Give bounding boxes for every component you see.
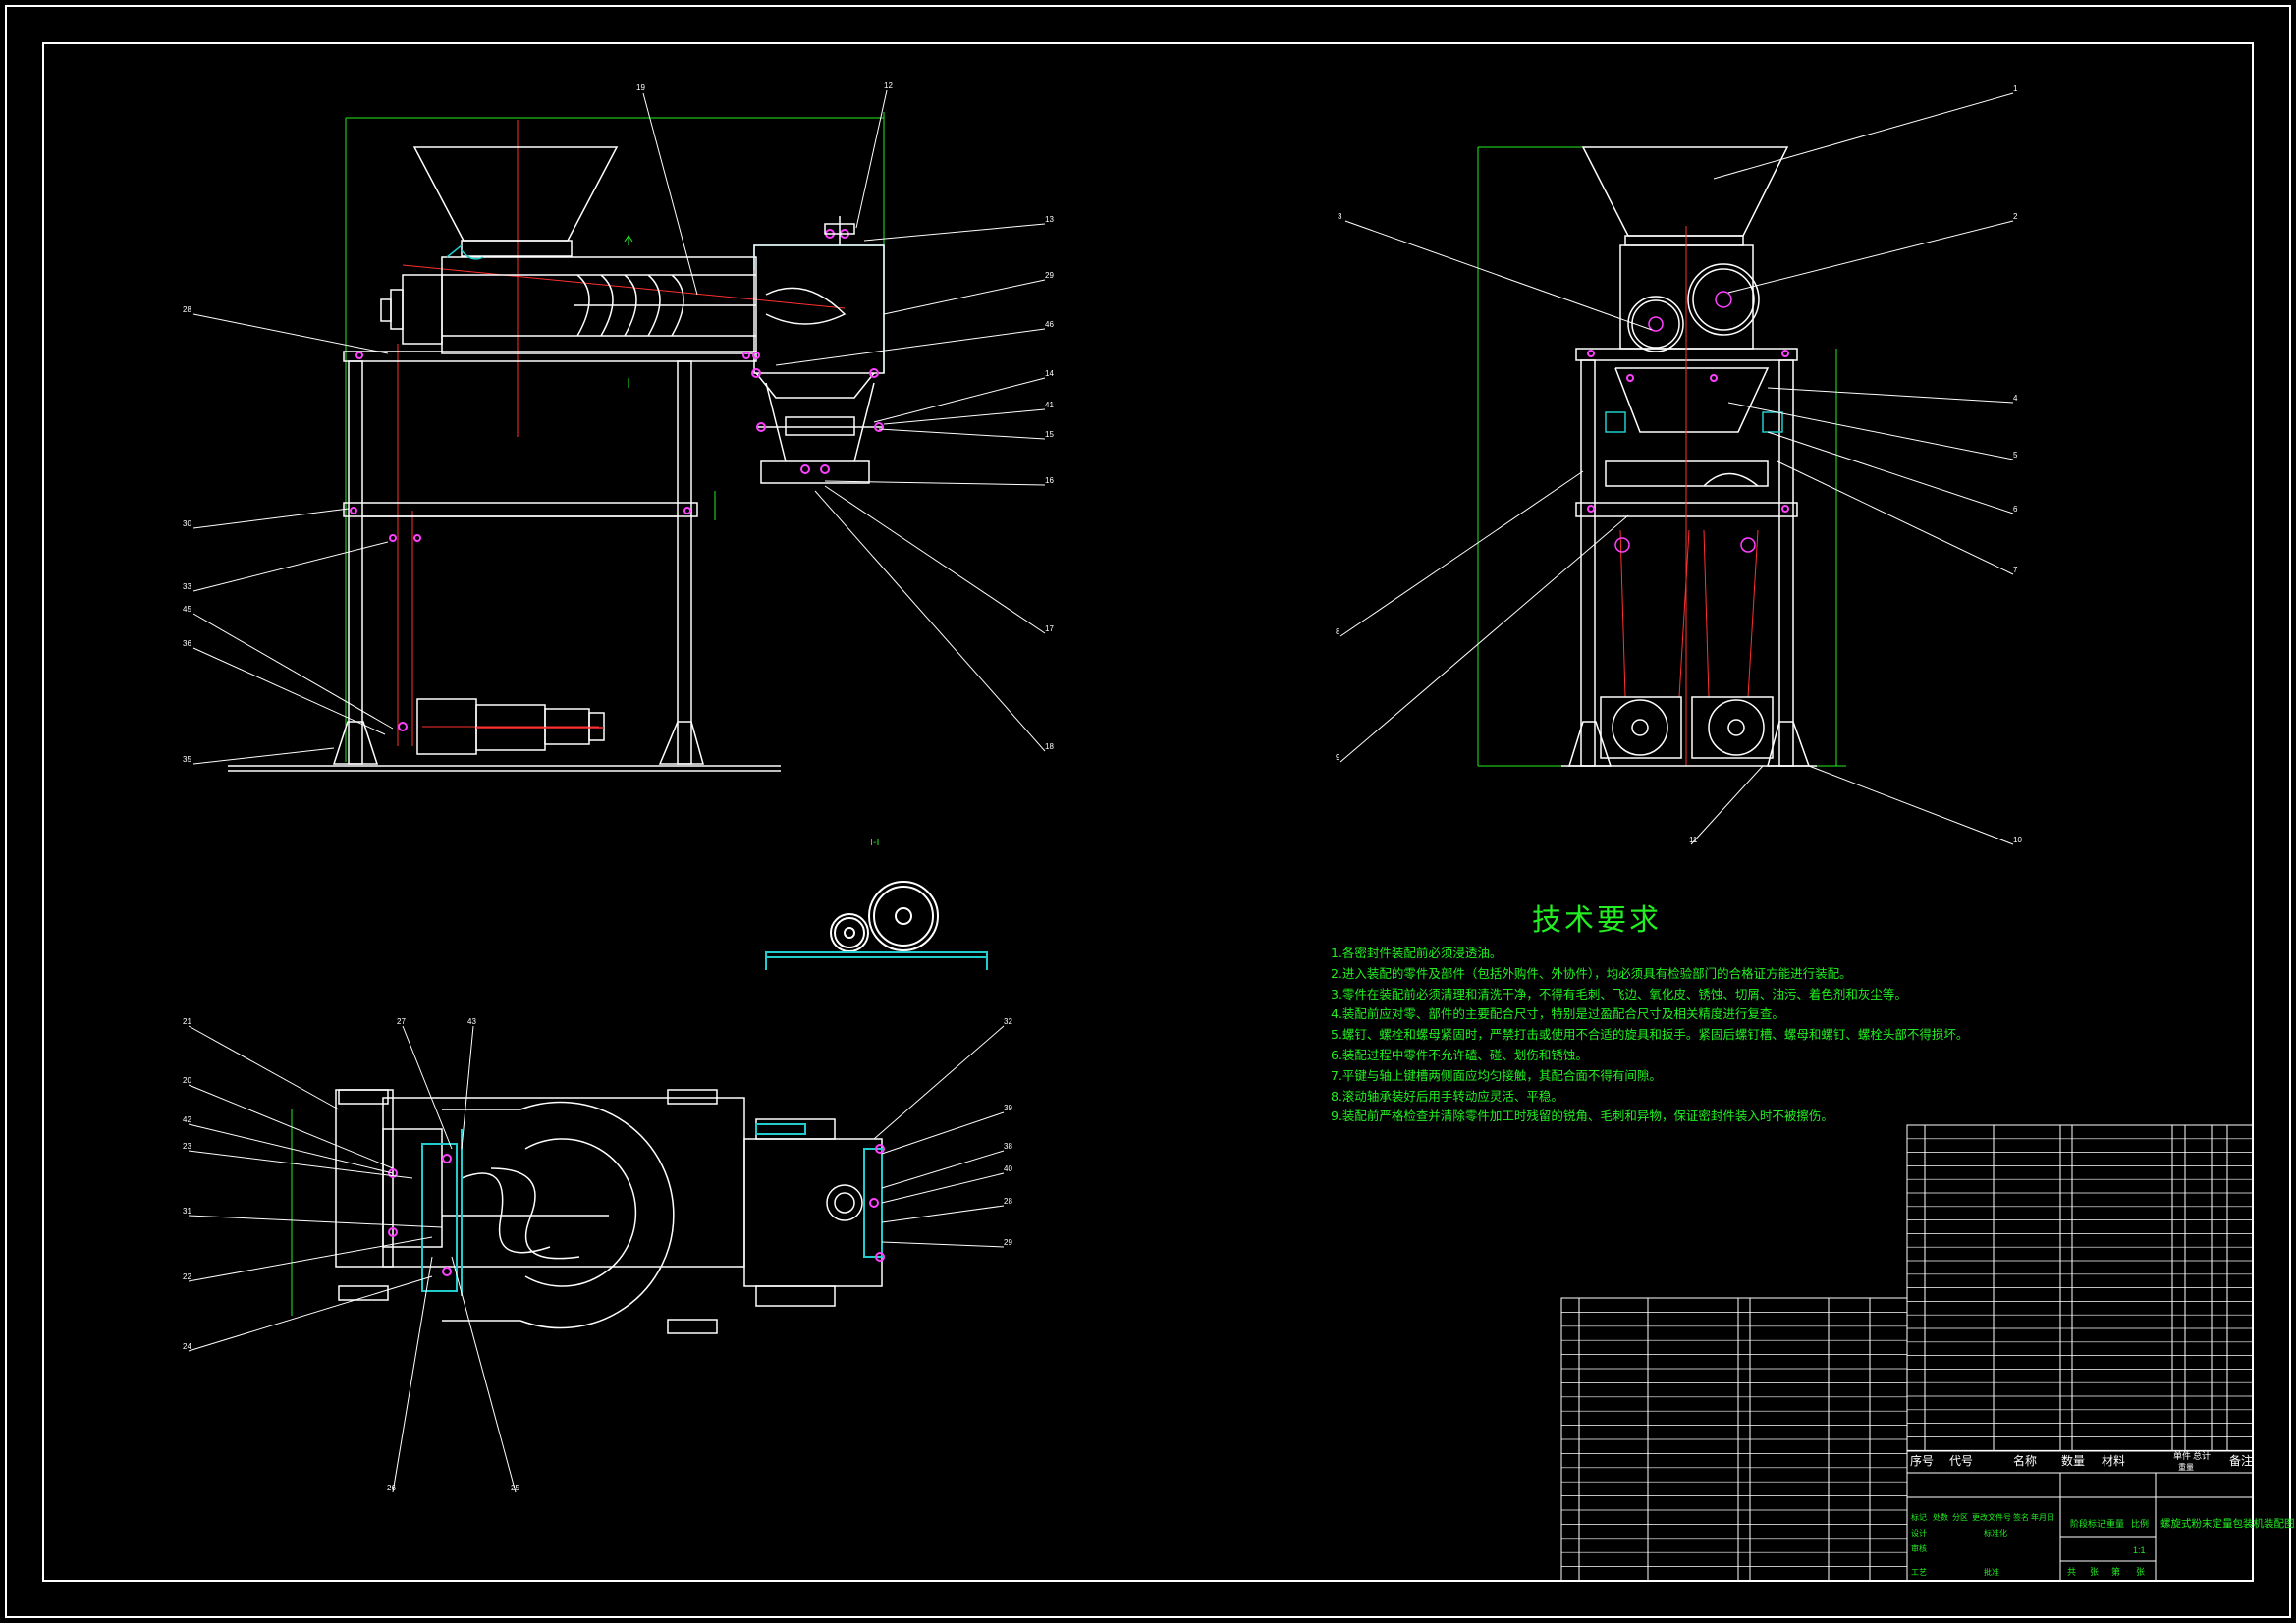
balloon-label: 8 <box>1336 627 1340 636</box>
tech-requirement-9: 9.装配前严格检查并清除零件加工时残留的锐角、毛刺和异物，保证密封件装入时不被擦… <box>1331 1109 1833 1124</box>
title-block-text: 序号 代号 名称 数量 材料 单件 总计 备注 重量 阶段标记 重量 比例 1:… <box>1910 1450 2295 1577</box>
bom-header-total: 总计 <box>2193 1450 2211 1461</box>
tech-requirement-7: 7.平键与轴上键槽两侧面应均匀接触，其配合面不得有间隙。 <box>1331 1067 1662 1083</box>
balloon-label: 17 <box>1045 624 1054 633</box>
balloon-label: 35 <box>183 755 191 764</box>
balloon-label: 13 <box>1045 215 1054 224</box>
bom-rows <box>1561 1138 2253 1567</box>
balloon-label: 7 <box>2013 566 2018 574</box>
balloon-label: 42 <box>183 1115 191 1124</box>
tech-requirement-8: 8.滚动轴承装好后用手转动应灵活、平稳。 <box>1331 1088 1563 1104</box>
tech-requirement-4: 4.装配前应对零、部件的主要配合尺寸，特别是过盈配合尺寸及相关精度进行复查。 <box>1331 1006 1784 1022</box>
tech-requirement-2: 2.进入装配的零件及部件（包括外购件、外协件），均必须具有检验部门的合格证方能进… <box>1331 965 1852 981</box>
balloon-label: 25 <box>511 1484 519 1492</box>
balloon-label: 2 <box>2013 212 2018 221</box>
balloon-label: 11 <box>1689 836 1698 844</box>
balloon-label: 28 <box>183 305 191 314</box>
balloon-label: 41 <box>1045 401 1054 409</box>
balloon-label: 5 <box>2013 451 2018 460</box>
sign-label-approve: 批准 <box>1984 1567 1999 1577</box>
bom-header-weight: 重量 <box>2178 1462 2194 1472</box>
balloon-label: 45 <box>183 605 191 614</box>
bom-header-name: 名称 <box>2013 1453 2037 1468</box>
bom-header-qty: 数量 <box>2061 1453 2085 1468</box>
sign-label-change: 更改文件号 <box>1972 1512 2011 1522</box>
sign-label-design: 设计 <box>1911 1528 1927 1538</box>
section-label: I-I <box>870 838 880 848</box>
plan-view <box>188 1025 1005 1493</box>
sheet-total-unit: 张 <box>2090 1567 2099 1577</box>
balloon-label: 3 <box>1338 212 1342 221</box>
drawing-title: 螺旋式粉末定量包装机装配图 <box>2160 1517 2295 1530</box>
sheet-border <box>5 5 2291 1618</box>
sign-label-date: 年月日 <box>2031 1512 2054 1522</box>
tech-requirement-3: 3.零件在装配前必须清理和清洗干净，不得有毛刺、飞边、氧化皮、锈蚀、切屑、油污、… <box>1331 986 1907 1001</box>
balloon-label: 16 <box>1045 476 1054 485</box>
stage-label: 阶段标记 <box>2070 1518 2105 1529</box>
balloon-label: 19 <box>636 83 645 92</box>
balloon-label: 39 <box>1004 1104 1012 1112</box>
balloon-label: 29 <box>1045 271 1054 280</box>
bom-header-remark: 备注 <box>2229 1453 2253 1468</box>
balloon-label: 20 <box>183 1076 191 1085</box>
balloon-label: 31 <box>183 1207 191 1216</box>
balloon-label: 28 <box>1004 1197 1012 1206</box>
balloon-label: 18 <box>1045 742 1054 751</box>
sign-label-process: 工艺 <box>1911 1568 1927 1577</box>
balloon-label: 10 <box>2013 836 2022 844</box>
tech-requirements-title: 技术要求 <box>1532 903 1662 938</box>
scale-value: 1:1 <box>2133 1545 2146 1555</box>
tech-requirements-list: 1.各密封件装配前必须浸透油。 2.进入装配的零件及部件（包括外购件、外协件），… <box>1331 944 1968 1127</box>
scale-label: 比例 <box>2131 1518 2149 1529</box>
balloon-label: 21 <box>183 1017 191 1026</box>
balloon-label: 24 <box>183 1342 191 1351</box>
bom-header-unit: 单件 <box>2173 1450 2191 1461</box>
sign-label-count: 处数 <box>1933 1512 1948 1522</box>
balloon-label: 36 <box>183 639 191 648</box>
bom-header-code: 代号 <box>1949 1454 1973 1468</box>
balloon-label: 30 <box>183 519 191 528</box>
bom-header-material: 材料 <box>2102 1454 2125 1468</box>
balloon-label: 1 <box>2013 84 2018 93</box>
sign-label-signature: 签名 <box>2013 1512 2029 1522</box>
balloon-label: 4 <box>2013 394 2018 403</box>
balloon-label: 12 <box>884 81 893 90</box>
balloon-label: 38 <box>1004 1142 1012 1151</box>
sign-label-zone: 分区 <box>1952 1513 1968 1522</box>
balloon-label: 33 <box>183 582 191 591</box>
balloon-label: 40 <box>1004 1164 1012 1173</box>
sign-label-mark: 标记 <box>1911 1512 1927 1522</box>
section-view <box>765 881 988 970</box>
bom-header-no: 序号 <box>1910 1453 1934 1468</box>
balloon-label: 6 <box>2013 505 2018 514</box>
sheet-no-unit: 张 <box>2136 1567 2145 1577</box>
balloon-label: 23 <box>183 1142 191 1151</box>
sign-label-standard: 标准化 <box>1984 1528 2007 1538</box>
balloon-label: 32 <box>1004 1017 1012 1026</box>
balloon-label: 9 <box>1336 753 1340 762</box>
balloon-label: 29 <box>1004 1238 1012 1247</box>
weight-label: 重量 <box>2106 1518 2124 1529</box>
sheet-total-label: 共 <box>2067 1567 2076 1577</box>
front-view <box>192 89 1046 772</box>
balloon-label: 43 <box>467 1017 476 1026</box>
bom-table <box>1560 1124 2254 1582</box>
tech-requirement-6: 6.装配过程中零件不允许磕、碰、划伤和锈蚀。 <box>1331 1047 1588 1062</box>
sheet-no-label: 第 <box>2111 1566 2120 1577</box>
balloon-label: 26 <box>387 1484 396 1492</box>
balloon-label: 46 <box>1045 320 1054 329</box>
sign-labels: 标记 处数 分区 更改文件号 签名 年月日 设计 审核 工艺 标准化 批准 <box>1911 1512 2054 1577</box>
balloon-label: 15 <box>1045 430 1054 439</box>
sign-label-review: 审核 <box>1911 1543 1927 1553</box>
balloon-label: 22 <box>183 1272 191 1281</box>
tech-requirement-5: 5.螺钉、螺栓和螺母紧固时，严禁打击或使用不合适的旋具和扳手。紧固后螺钉槽、螺母… <box>1331 1027 1969 1043</box>
balloon-label: 14 <box>1045 369 1054 378</box>
tech-requirement-1: 1.各密封件装配前必须浸透油。 <box>1331 946 1503 960</box>
balloon-label: 27 <box>397 1017 406 1026</box>
side-view <box>1339 92 2014 845</box>
